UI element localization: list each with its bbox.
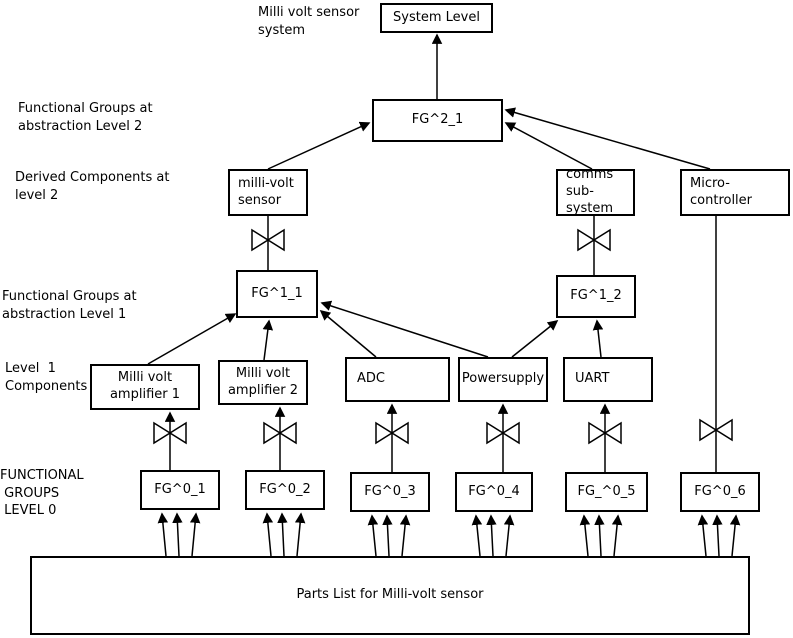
edge-parts-to-fg0_5-a [579, 514, 591, 557]
edge-parts-to-fg0_6-c [729, 514, 741, 557]
edge-parts-to-fg0_1-a [157, 512, 169, 557]
label-derived-level2: Derived Components at level 2 [15, 170, 170, 203]
node-fg0-1: FG^0_1 [140, 470, 220, 510]
edge-parts-to-fg0_3-b [382, 514, 393, 557]
label-components-level1: Level 1 Components [5, 361, 88, 394]
node-fg1-1: FG^1_1 [236, 270, 318, 318]
edge-parts-to-fg0_1-b [172, 512, 183, 557]
node-system-level: System Level [380, 3, 493, 33]
label-fg-level0: FUNCTIONAL GROUPS LEVEL 0 [0, 468, 84, 519]
edge-adc-to-fg1_1 [319, 309, 377, 358]
bowtie-icon-comms [577, 228, 611, 252]
bowtie-icon-amp1 [153, 421, 187, 445]
edge-parts-to-fg0_3-c [399, 514, 411, 557]
node-fg0-2: FG^0_2 [245, 470, 325, 510]
node-fg0-3: FG^0_3 [350, 472, 430, 512]
bowtie-icon-micro [699, 418, 733, 442]
label-system-caption: Milli volt sensor system [258, 5, 360, 38]
bowtie-icon-powersupply [486, 421, 520, 445]
edge-parts-to-fg0_6-a [697, 514, 709, 557]
edge-parts-to-fg0_2-b [277, 512, 288, 557]
node-fg0-5: FG_^0_5 [565, 472, 648, 512]
edge-parts-to-fg0_4-a [471, 514, 483, 557]
edge-powersupply-to-fg1_1 [320, 300, 489, 358]
label-fg-level1: Functional Groups at abstraction Level 1 [2, 289, 137, 322]
node-parts-list: Parts List for Milli-volt sensor [30, 556, 750, 635]
edge-parts-to-fg0_4-c [503, 514, 515, 557]
edge-powersupply-to-fg1_2 [511, 320, 559, 358]
node-comms-subsystem: comms sub-system [556, 167, 635, 216]
node-adc: ADC [345, 357, 450, 402]
bowtie-icon-sensor [251, 228, 285, 252]
edge-uart-to-fg1_2 [592, 319, 604, 358]
node-powersupply: Powersupply [458, 357, 548, 402]
bowtie-icon-adc [375, 421, 409, 445]
edge-parts-to-fg0_5-c [611, 514, 623, 557]
edge-parts-to-fg0_3-a [367, 514, 379, 557]
node-uart: UART [563, 357, 653, 402]
edge-parts-to-fg0_6-b [712, 514, 723, 557]
edge-parts-to-fg0_5-b [594, 514, 605, 557]
edge-parts-to-fg0_1-c [189, 512, 201, 557]
edge-micro-to-fg2_1 [504, 107, 711, 170]
node-amp2: Milli volt amplifier 2 [218, 360, 308, 405]
bowtie-icon-uart [588, 421, 622, 445]
edge-parts-to-fg0_2-c [294, 512, 306, 557]
label-fg-level2: Functional Groups at abstraction Level 2 [18, 101, 153, 134]
bowtie-icon-amp2 [263, 421, 297, 445]
node-fg2-1: FG^2_1 [372, 99, 503, 142]
node-fg0-4: FG^0_4 [455, 472, 533, 512]
edge-parts-to-fg0_2-a [262, 512, 274, 557]
edge-parts-to-fg0_4-b [486, 514, 497, 557]
node-amp1: Milli volt amplifier 1 [90, 364, 200, 410]
edge-amp1-to-fg1_1 [147, 313, 237, 365]
node-fg0-6: FG^0_6 [680, 472, 760, 512]
edge-sensor-to-fg2_1 [267, 121, 371, 170]
node-fg1-2: FG^1_2 [556, 275, 636, 318]
node-millivolt-sensor: milli-volt sensor [228, 169, 308, 216]
edge-amp2-to-fg1_1 [262, 319, 274, 361]
edge-comms-to-fg2_1 [504, 122, 593, 170]
node-microcontroller: Micro- controller [680, 169, 790, 216]
